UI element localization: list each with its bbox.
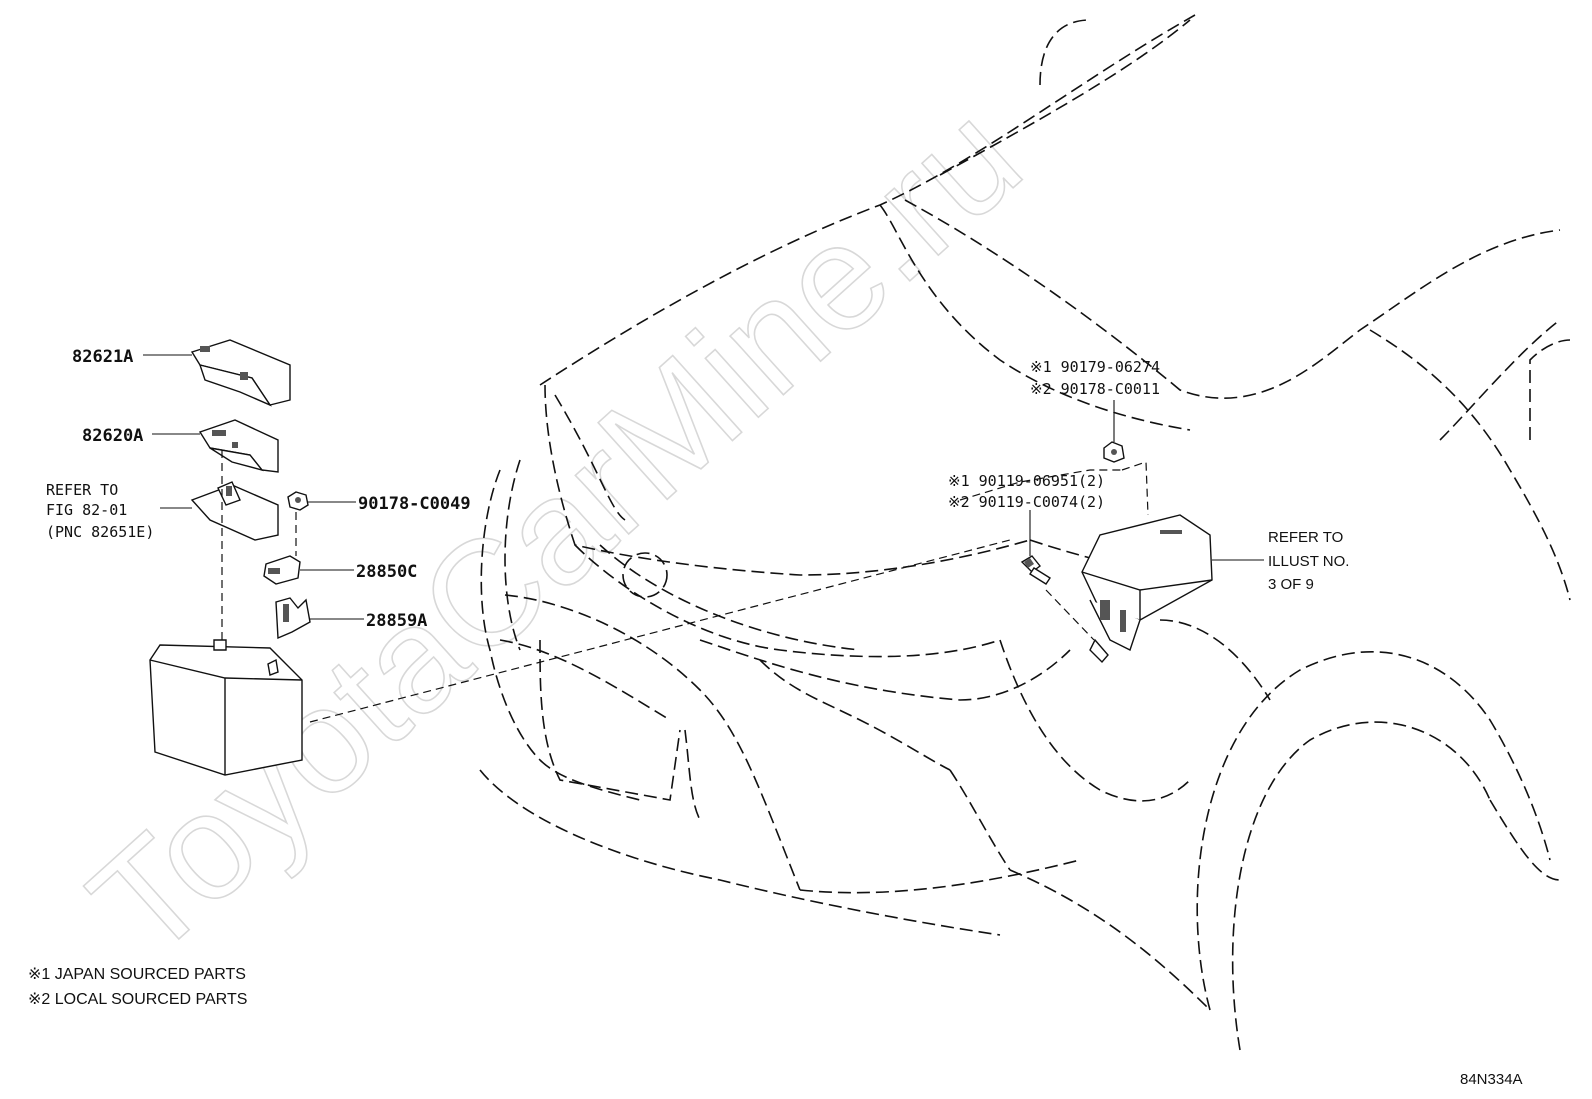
battery-terminal-28850c	[263, 555, 301, 585]
alignment-line-nut-right	[1121, 461, 1149, 516]
nut-code-line1: ※1 90179-06274	[1030, 358, 1160, 376]
relay-block-bracket-82620a	[198, 419, 279, 473]
alignment-line-codes	[959, 469, 1122, 501]
fusible-link-28859a	[275, 597, 311, 640]
part-number-82621a: 82621A	[72, 347, 133, 367]
part-number-82620a: 82620A	[82, 426, 143, 446]
battery-terminal-cover-82621a	[190, 339, 291, 407]
watermark: ToyotaCarMine.ru	[59, 72, 1051, 989]
refer-right-line2: ILLUST NO.	[1268, 553, 1349, 570]
engine-room-relay-block	[1081, 514, 1213, 664]
nut-code-line2: ※2 90178-C0011	[1030, 380, 1160, 398]
bolt-code-line2: ※2 90119-C0074(2)	[948, 493, 1105, 511]
part-number-28859a: 28859A	[366, 611, 427, 631]
refer-left-line2: FIG 82-01	[46, 501, 127, 519]
vehicle-front-outline	[479, 14, 1571, 1051]
refer-right-line3: 3 OF 9	[1268, 576, 1314, 593]
refer-right-line1: REFER TO	[1268, 529, 1343, 546]
refer-left-line3: (PNC 82651E)	[46, 523, 154, 541]
battery-location-line	[309, 539, 1011, 723]
nut-90179-06274	[1103, 441, 1125, 463]
battery-bracket-assembly	[190, 481, 279, 541]
bolt-90119-06951	[1020, 555, 1051, 585]
note-japan-sourced: ※1 JAPAN SOURCED PARTS	[28, 966, 246, 983]
note-local-sourced: ※2 LOCAL SOURCED PARTS	[28, 991, 247, 1008]
part-number-90178-c0049: 90178-C0049	[358, 494, 471, 514]
nut-90178-c0049	[287, 491, 309, 511]
illustration-id: 84N334A	[1460, 1071, 1523, 1088]
part-number-28850c: 28850C	[356, 562, 417, 582]
refer-left-line1: REFER TO	[46, 481, 118, 499]
battery	[149, 639, 303, 776]
alignment-line-bolt	[1045, 589, 1095, 641]
